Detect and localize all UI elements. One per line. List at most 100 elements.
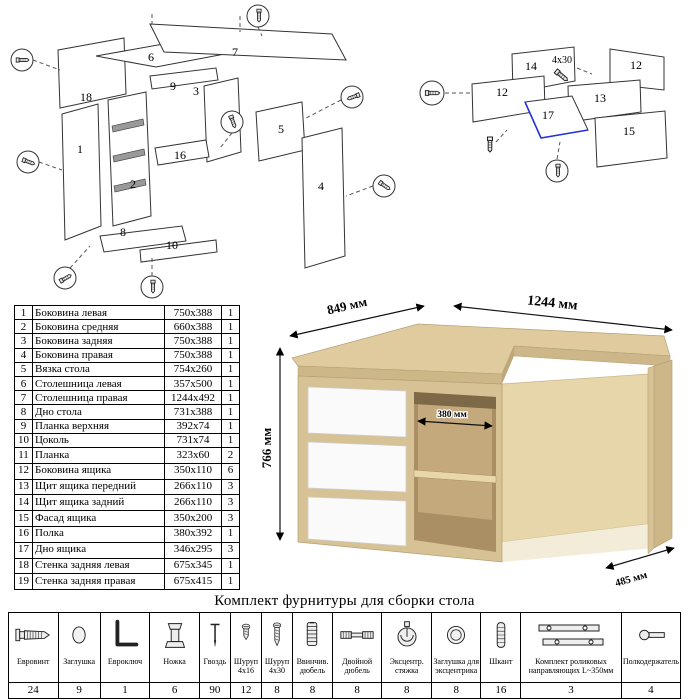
screw-short-icon — [231, 613, 261, 657]
exploded-diagram-right: 14 12 12 13 17 15 4x30 — [419, 46, 668, 183]
drawer-front-3 — [307, 496, 407, 547]
parts-cell: 1 — [221, 573, 240, 591]
part-label: 2 — [130, 177, 136, 191]
parts-cell: Боковина средняя — [32, 319, 165, 335]
parts-cell: 1 — [221, 319, 240, 335]
part-label: 10 — [166, 238, 178, 252]
parts-cell: 16 — [14, 525, 33, 543]
parts-cell: 1 — [14, 304, 33, 321]
hardware-item-name: Эксцентр. стяжка — [389, 657, 424, 676]
parts-cell: 323x60 — [164, 447, 222, 464]
part-label: 4 — [318, 179, 324, 193]
parts-cell: 10 — [14, 432, 33, 449]
hardware-item-qty: 4 — [621, 682, 680, 698]
panel-1 — [61, 103, 102, 241]
drawer-panels — [471, 46, 668, 168]
parts-cell: Щит ящика задний — [32, 494, 165, 512]
shelf-pin-icon — [622, 613, 680, 657]
part-label: 18 — [80, 90, 92, 104]
desk-top-corner — [502, 346, 514, 384]
parts-cell: 3 — [221, 510, 240, 527]
panel-18 — [57, 37, 127, 109]
part-labels: 18 1 6 7 9 3 2 16 5 8 10 4 — [77, 45, 324, 252]
right-side-panel-edge — [647, 365, 655, 555]
dimension-label: 849 мм — [326, 294, 369, 318]
parts-cell: 6 — [14, 376, 33, 392]
part-label: 14 — [525, 59, 537, 73]
parts-cell: 14 — [14, 494, 33, 512]
hardware-item-qty: 12 — [230, 682, 261, 698]
parts-cell: 731x74 — [164, 432, 222, 449]
part-labels: 14 12 12 13 17 15 4x30 — [496, 55, 642, 138]
parts-cell: 1 — [221, 432, 240, 449]
niche-back — [418, 402, 492, 520]
parts-cell: Дно стола — [32, 404, 165, 420]
part-label: 9 — [170, 79, 176, 93]
parts-cell: 1 — [221, 525, 240, 543]
part-label: 6 — [148, 50, 154, 64]
parts-cell: 350x110 — [164, 462, 222, 480]
parts-cell: 4 — [14, 347, 33, 363]
dimension-label: 485 мм — [614, 570, 648, 590]
parts-cell: Планка верхняя — [32, 418, 165, 434]
parts-cell: 266x110 — [164, 478, 222, 496]
parts-cell: 3 — [221, 541, 240, 559]
parts-cell: 13 — [14, 478, 33, 496]
desk-floor — [502, 524, 654, 562]
hardware-item-name: Шуруп 4x16 — [233, 657, 259, 676]
parts-cell: Цоколь — [32, 432, 165, 449]
parts-cell: 6 — [221, 462, 240, 480]
hardware-item-qty: 9 — [58, 682, 100, 698]
hardware-item-name: Евроключ — [107, 657, 143, 666]
parts-cell: 1244x492 — [164, 390, 222, 406]
hardware-item-qty: 8 — [332, 682, 382, 698]
parts-cell: Щит ящика передний — [32, 478, 165, 496]
hardware-item-name: Комплект роликовых направляющих L~350мм — [528, 657, 614, 676]
panel-7 — [149, 23, 347, 61]
parts-cell: 3 — [221, 494, 240, 512]
hardware-item-name: Евровинт — [17, 657, 50, 666]
hardware-item-qty: 16 — [481, 682, 521, 698]
parts-cell: 1 — [221, 418, 240, 434]
panel-9 — [149, 67, 219, 90]
exploded-diagram-left: 18 1 6 7 9 3 2 16 5 8 10 4 — [10, 4, 396, 299]
panel-8 — [99, 225, 187, 253]
drawer-front-1 — [307, 386, 407, 438]
desk-back-panel — [501, 373, 649, 543]
hardware-item-qty: 8 — [293, 682, 332, 698]
screw-size-annotation: 4x30 — [552, 55, 572, 66]
double-dowel-icon — [333, 613, 382, 657]
dimension-label: 1244 мм — [526, 293, 578, 313]
part-label: 15 — [623, 124, 635, 138]
drawer-slides — [111, 118, 147, 193]
parts-cell: 750x388 — [164, 304, 222, 321]
parts-cell: 1 — [221, 390, 240, 406]
eccentric-cam-icon — [382, 613, 431, 657]
panel-15 — [594, 110, 668, 168]
parts-cell: Стенка задняя правая — [32, 573, 165, 591]
part-label: 12 — [630, 58, 642, 72]
panel-12a — [609, 48, 665, 91]
dimension-label: 380 мм — [437, 410, 467, 420]
panel-10 — [139, 239, 218, 263]
parts-cell: 266x110 — [164, 494, 222, 512]
part-label: 8 — [120, 225, 126, 239]
hex-key-icon — [101, 613, 150, 657]
niche-top-shadow — [414, 392, 496, 409]
